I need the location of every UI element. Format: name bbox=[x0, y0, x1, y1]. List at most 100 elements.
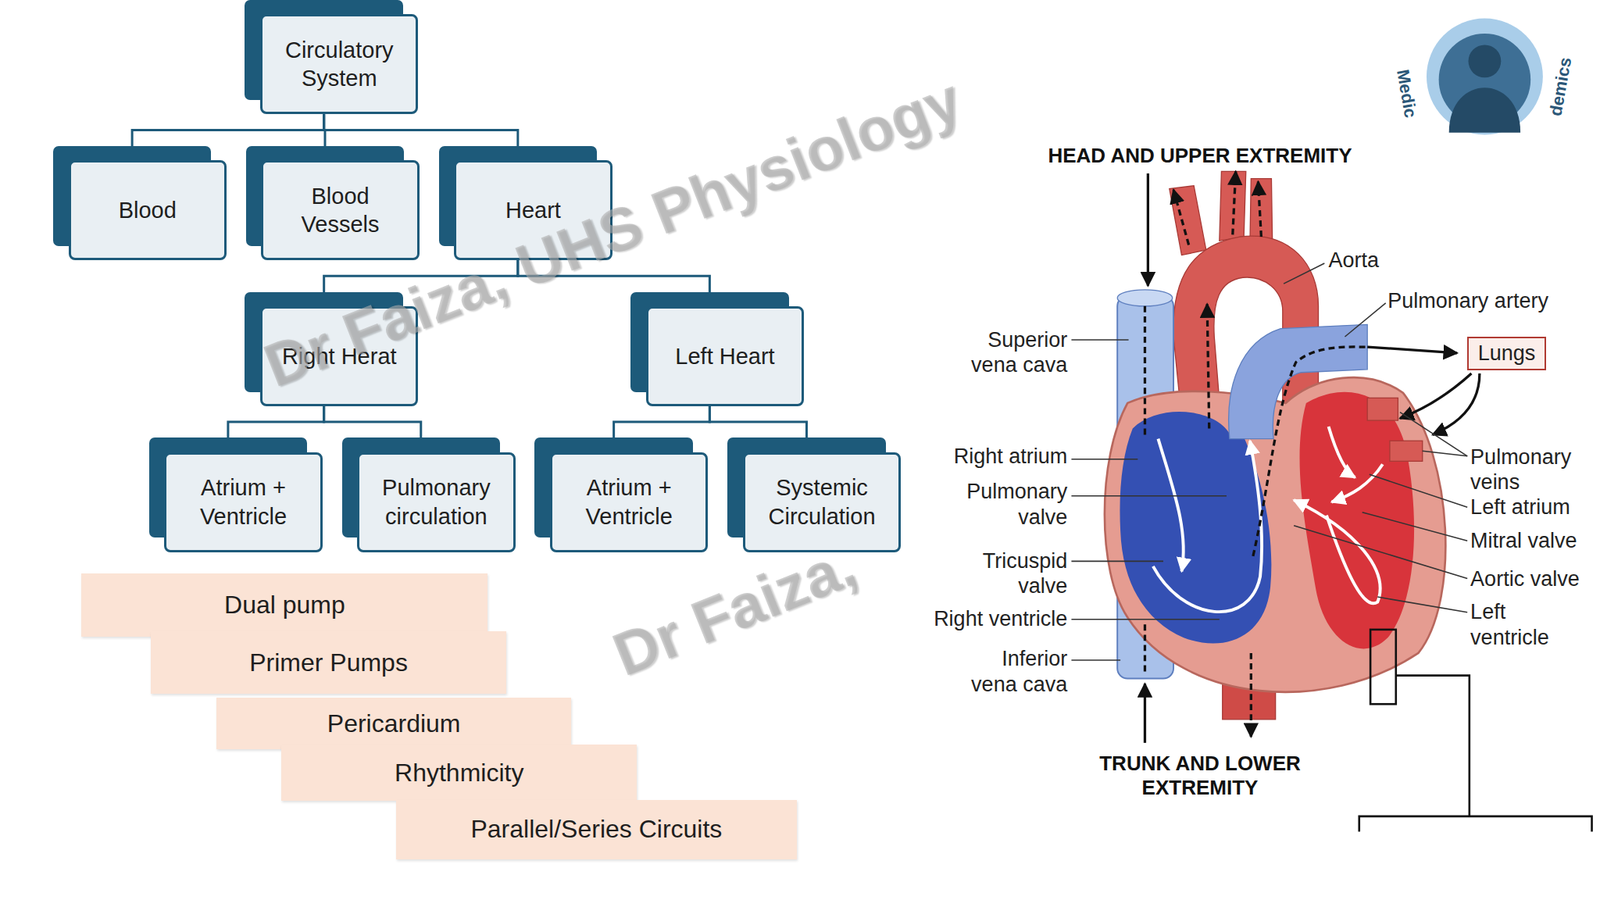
box-face: Blood Vessels bbox=[260, 160, 419, 261]
flow-arrow bbox=[1146, 173, 1150, 286]
note-band: Parallel/Series Circuits bbox=[396, 800, 797, 860]
box-text: Pericardium bbox=[327, 709, 461, 739]
part-label: Pulmonary artery bbox=[1387, 288, 1549, 314]
process-box: Systemic Circulation bbox=[742, 452, 901, 553]
box-face: Left Heart bbox=[646, 306, 804, 407]
note-band: Rhythmicity bbox=[281, 744, 637, 801]
leader-line bbox=[1422, 450, 1468, 457]
box-text: Heart bbox=[505, 196, 561, 225]
aortic-branch bbox=[1250, 178, 1273, 246]
logo-head bbox=[1468, 44, 1502, 78]
flow-arrow bbox=[1153, 440, 1262, 612]
part-label: Pulmonary valve bbox=[957, 478, 1068, 530]
pulmonary-vein-stub bbox=[1367, 397, 1398, 421]
flow-path bbox=[1143, 306, 1147, 440]
flow-arrow bbox=[1328, 426, 1356, 478]
process-box: Circulatory System bbox=[260, 14, 418, 115]
flow-arrow bbox=[1432, 373, 1480, 435]
box-face: Circulatory System bbox=[260, 14, 418, 115]
organ-box: Lungs bbox=[1467, 336, 1547, 371]
logo-text: Medic bbox=[1391, 67, 1421, 120]
box-text: Atrium + Ventricle bbox=[560, 473, 698, 531]
box-text: Right Herat bbox=[282, 342, 397, 371]
flow-arrow bbox=[1400, 373, 1472, 418]
flow-path bbox=[1143, 624, 1147, 675]
watermark: Dr Faiza, bbox=[603, 528, 866, 693]
leader-line bbox=[1071, 458, 1138, 461]
region-label: TRUNK AND LOWER EXTREMITY bbox=[1087, 750, 1312, 800]
logo-ring bbox=[1426, 18, 1543, 136]
flow-arrow bbox=[1293, 500, 1380, 604]
part-label: Left atrium bbox=[1470, 494, 1571, 520]
box-text: Left Heart bbox=[675, 342, 775, 371]
flow-arrow bbox=[1257, 181, 1261, 237]
box-face: Atrium + Ventricle bbox=[550, 452, 708, 553]
leader-lines bbox=[1071, 263, 1468, 661]
myocardium bbox=[1104, 377, 1446, 693]
process-box: Right Herat bbox=[260, 306, 418, 407]
leader-line bbox=[1071, 495, 1227, 497]
leader-line bbox=[1071, 659, 1121, 661]
box-text: Dual pump bbox=[224, 590, 346, 620]
process-box: Atrium + Ventricle bbox=[550, 452, 708, 553]
leader-line bbox=[1071, 560, 1164, 563]
process-box: Blood Vessels bbox=[260, 160, 419, 261]
detail-bracket bbox=[1359, 629, 1593, 833]
aortic-branch bbox=[1169, 185, 1207, 256]
flow-arrow bbox=[1250, 653, 1253, 737]
pulmonary-trunk bbox=[1228, 324, 1368, 439]
pulmonary-vein-stub bbox=[1389, 440, 1423, 461]
box-text: Atrium + Ventricle bbox=[174, 473, 312, 531]
part-label: Left ventricle bbox=[1470, 599, 1563, 650]
process-box: Pulmonary circulation bbox=[357, 452, 515, 553]
box-text: Circulatory System bbox=[270, 35, 408, 93]
box-text: Systemic Circulation bbox=[753, 473, 891, 531]
logo-text: demics bbox=[1546, 55, 1577, 118]
detail-frame bbox=[1370, 629, 1397, 704]
process-box: Blood bbox=[68, 160, 227, 261]
box-text: Parallel/Series Circuits bbox=[470, 814, 722, 844]
flow-arrow bbox=[1232, 171, 1236, 235]
heart-illustration bbox=[1104, 171, 1480, 743]
aortic-branch bbox=[1219, 171, 1247, 241]
part-label: Right ventricle bbox=[933, 605, 1068, 631]
box-face: Heart bbox=[453, 160, 612, 261]
box-text: Blood Vessels bbox=[271, 182, 409, 240]
bracket-line bbox=[1396, 675, 1470, 817]
part-label: Aorta bbox=[1328, 247, 1380, 273]
leader-line bbox=[1400, 412, 1468, 457]
box-face: Blood bbox=[68, 160, 227, 261]
flow-arrow bbox=[1143, 683, 1147, 743]
note-band: Primer Pumps bbox=[150, 631, 507, 694]
part-label: Mitral valve bbox=[1470, 528, 1578, 554]
box-face: Right Herat bbox=[260, 306, 418, 407]
flow-arrow bbox=[1367, 346, 1458, 354]
part-label: Superior vena cava bbox=[960, 326, 1068, 378]
box-text: Primer Pumps bbox=[249, 648, 408, 678]
region-label: HEAD AND UPPER EXTREMITY bbox=[1047, 143, 1352, 168]
leader-line bbox=[1344, 303, 1386, 337]
leader-line bbox=[1283, 263, 1325, 284]
logo bbox=[1426, 18, 1543, 136]
leader-line bbox=[1377, 596, 1468, 613]
box-text: Pulmonary circulation bbox=[367, 473, 505, 531]
flow-arrow bbox=[1331, 464, 1383, 502]
box-text: Blood bbox=[118, 196, 177, 225]
leader-line bbox=[1362, 512, 1468, 542]
left-heart-chambers bbox=[1300, 392, 1415, 650]
part-label: Tricuspid valve bbox=[957, 548, 1068, 600]
part-label: Aortic valve bbox=[1470, 565, 1580, 591]
box-text: Rhythmicity bbox=[394, 758, 524, 788]
flow-arrow bbox=[1157, 439, 1183, 572]
flow-path bbox=[1253, 346, 1368, 557]
process-box: Atrium + Ventricle bbox=[164, 452, 322, 553]
leader-line bbox=[1071, 339, 1129, 341]
box-face: Systemic Circulation bbox=[742, 452, 901, 553]
process-box: Left Heart bbox=[646, 306, 804, 407]
flow-arrow bbox=[1207, 303, 1210, 429]
part-label: Inferior vena cava bbox=[960, 646, 1068, 697]
note-band: Dual pump bbox=[81, 573, 488, 637]
right-heart-chambers bbox=[1119, 411, 1272, 643]
box-face: Atrium + Ventricle bbox=[164, 452, 322, 553]
leader-line bbox=[1293, 525, 1468, 579]
